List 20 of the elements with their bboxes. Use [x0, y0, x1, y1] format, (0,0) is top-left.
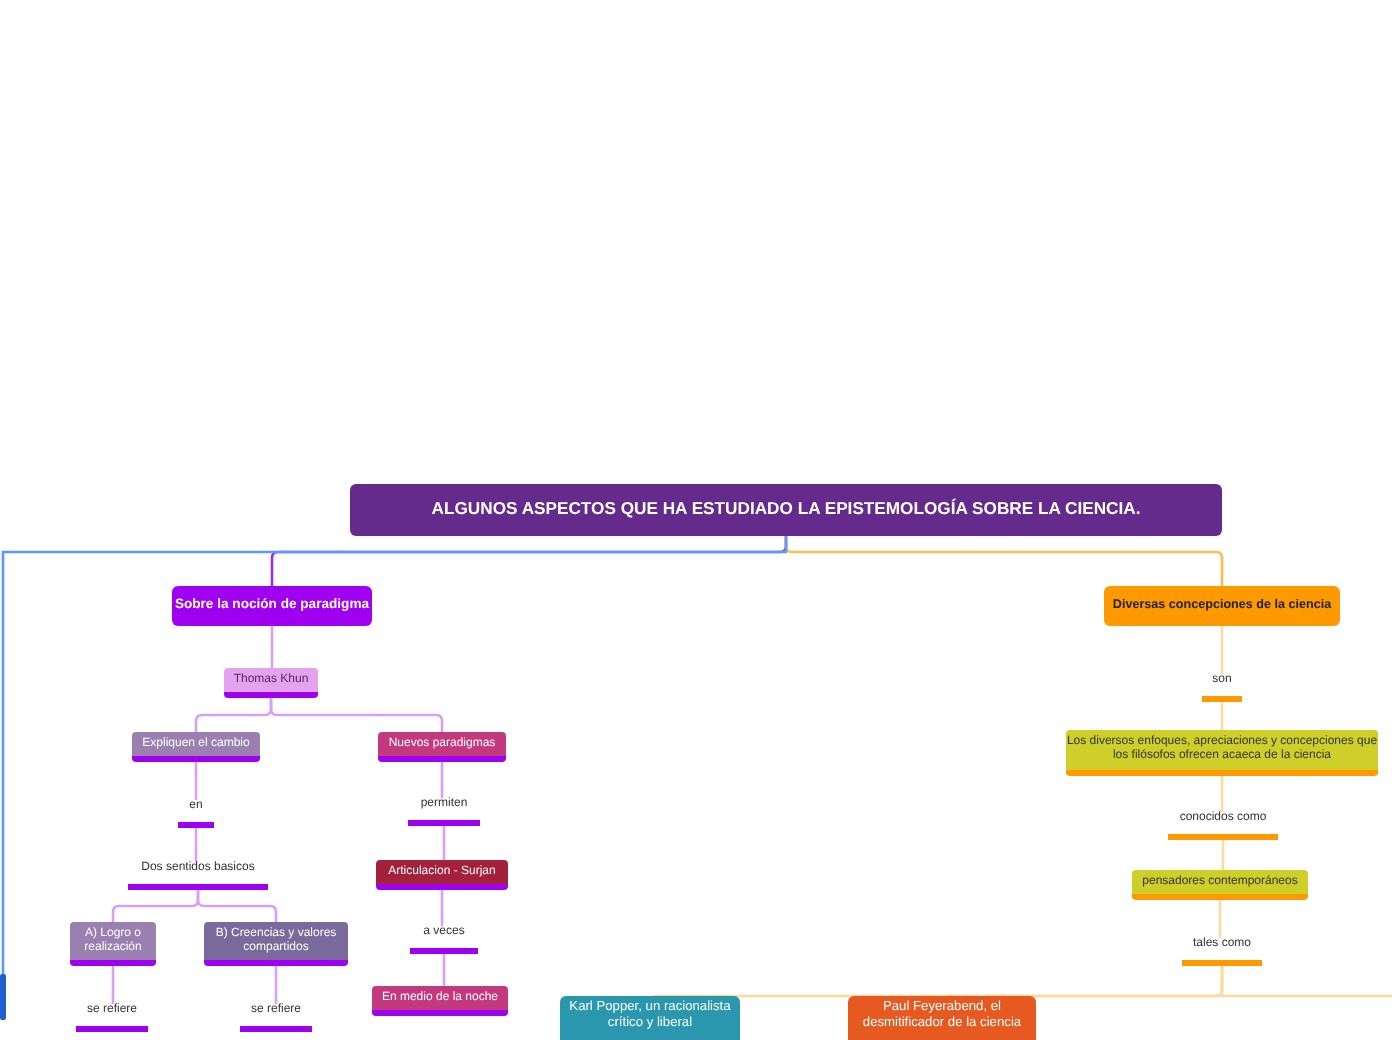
connector-line — [440, 890, 444, 926]
connector-line — [442, 826, 446, 860]
connector-line — [194, 762, 198, 800]
connector-line — [274, 966, 278, 1004]
connector-line — [196, 890, 278, 922]
connector-line — [1220, 966, 1392, 998]
connector-line — [270, 626, 274, 668]
connector-line — [440, 762, 444, 798]
connector-line — [1, 536, 788, 974]
connector-line — [269, 698, 444, 732]
connector-line — [442, 954, 446, 986]
connector-line — [1220, 776, 1224, 812]
connector-line — [194, 828, 198, 862]
title-box: ALGUNOS ASPECTOS QUE HA ESTUDIADO LA EPISTEMOLOGÍA SOBRE LA CIENCIA. — [350, 484, 1222, 536]
connector-line — [1220, 626, 1224, 674]
connector-line — [1221, 840, 1225, 870]
connector-line — [1218, 900, 1222, 938]
topic-box — [0, 974, 6, 1020]
connector-line — [1220, 702, 1224, 730]
connector-line — [111, 966, 115, 1004]
